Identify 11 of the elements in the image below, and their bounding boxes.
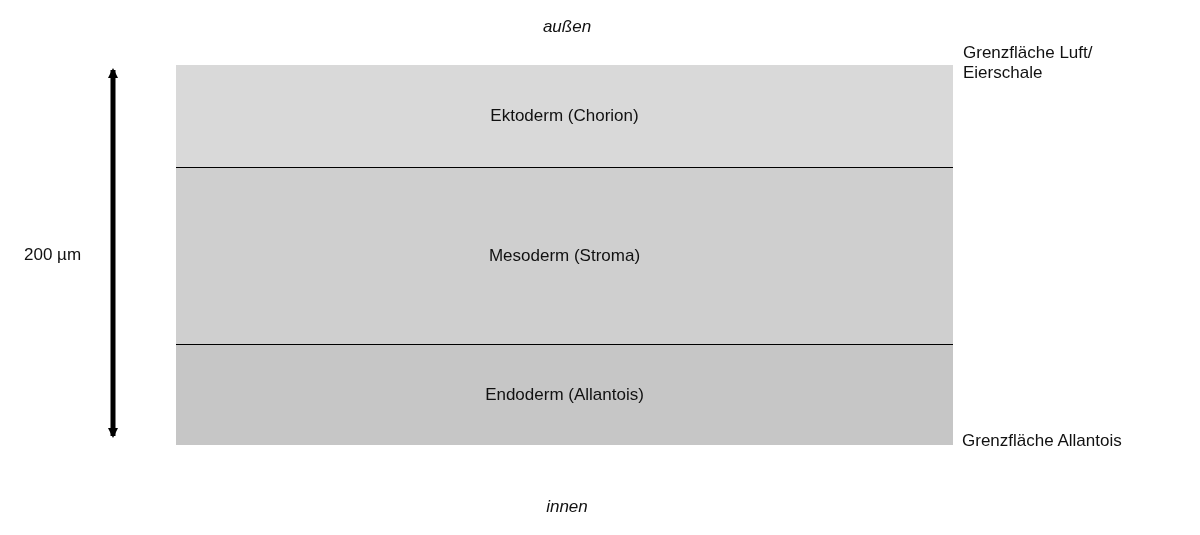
mesoderm-layer [176,167,953,344]
layer-label: Ektoderm (Chorion) [490,106,639,126]
outside-label: außen [541,17,593,37]
inside-label: innen [545,497,589,517]
ectoderm-layer [176,65,953,167]
layer-label: Endoderm (Allantois) [485,385,644,405]
endoderm-layer [176,344,953,445]
thickness-label: 200 µm [24,245,83,265]
boundary-label: Grenzfläche Luft/ Eierschale [963,43,1094,83]
boundary-label: Grenzfläche Allantois [962,431,1123,451]
layer-label: Mesoderm (Stroma) [488,246,641,266]
